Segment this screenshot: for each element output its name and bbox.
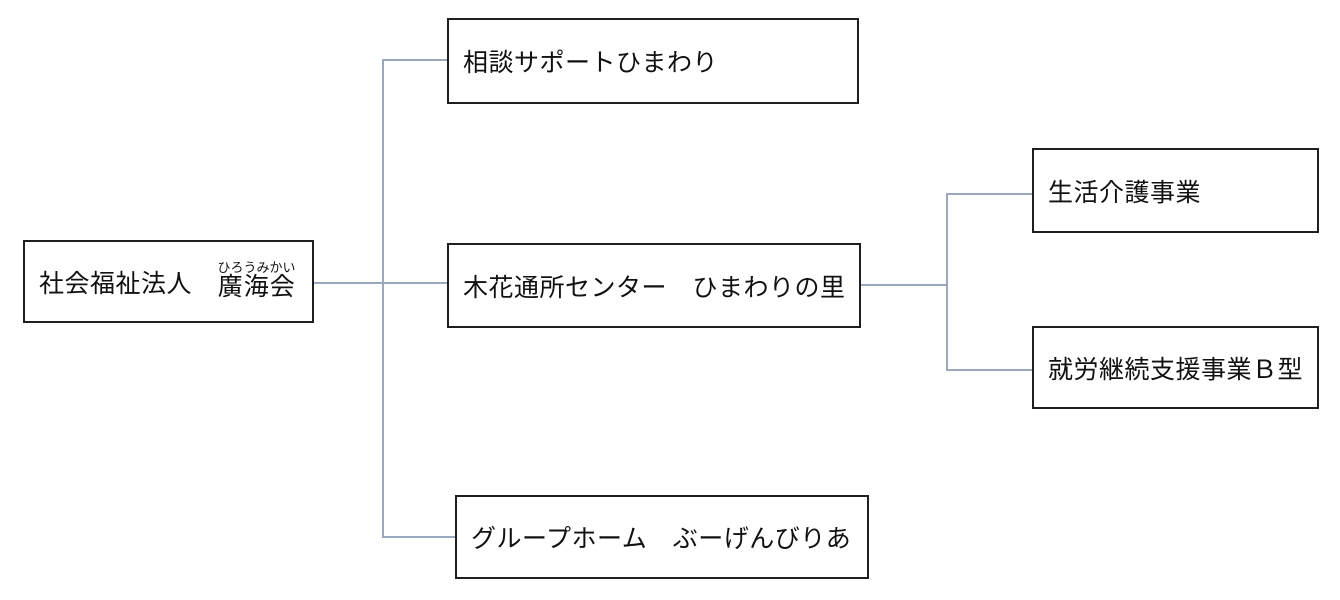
- org-root-name: 廣海会: [217, 274, 296, 301]
- connector-trunk-to-branch-top: [382, 59, 447, 61]
- connector-subtrunk-to-sub-bottom: [946, 369, 1032, 371]
- branch-label: 木花通所センター ひまわりの里: [463, 274, 846, 302]
- org-root-name-with-furigana: 廣海会ひろうみかい: [218, 260, 296, 303]
- org-root-furigana: ひろうみかい: [217, 260, 296, 275]
- branch-box-group-home-bougainvillea: グループホーム ぶーげんびりあ: [455, 495, 869, 579]
- branch-box-kibana-center-himawari-no-sato: 木花通所センター ひまわりの里: [447, 243, 861, 328]
- branch-box-soudan-support-himawari: 相談サポートひまわり: [447, 18, 859, 104]
- connector-trunk-to-branch-bottom: [382, 536, 455, 538]
- branch-label: グループホーム ぶーげんびりあ: [471, 526, 852, 553]
- org-root-prefix: 社会福祉法人: [39, 270, 218, 298]
- connector-subtrunk-to-sub-top: [946, 193, 1032, 195]
- sub-label: 就労継続支援事業Ｂ型: [1048, 356, 1304, 384]
- connector-branch-to-subtrunk: [861, 284, 947, 286]
- branch-label: 相談サポートひまわり: [463, 50, 719, 77]
- sub-box-shurou-keizoku-shien-b-gata: 就労継続支援事業Ｂ型: [1032, 326, 1319, 409]
- connector-root-to-trunk: [313, 282, 447, 284]
- connector-subtrunk-vertical: [946, 193, 948, 371]
- connector-trunk-vertical: [382, 59, 384, 538]
- org-root-box: 社会福祉法人 廣海会ひろうみかい: [23, 240, 314, 323]
- sub-label: 生活介護事業: [1048, 179, 1202, 207]
- sub-box-seikatsu-kaigo-jigyo: 生活介護事業: [1032, 148, 1319, 233]
